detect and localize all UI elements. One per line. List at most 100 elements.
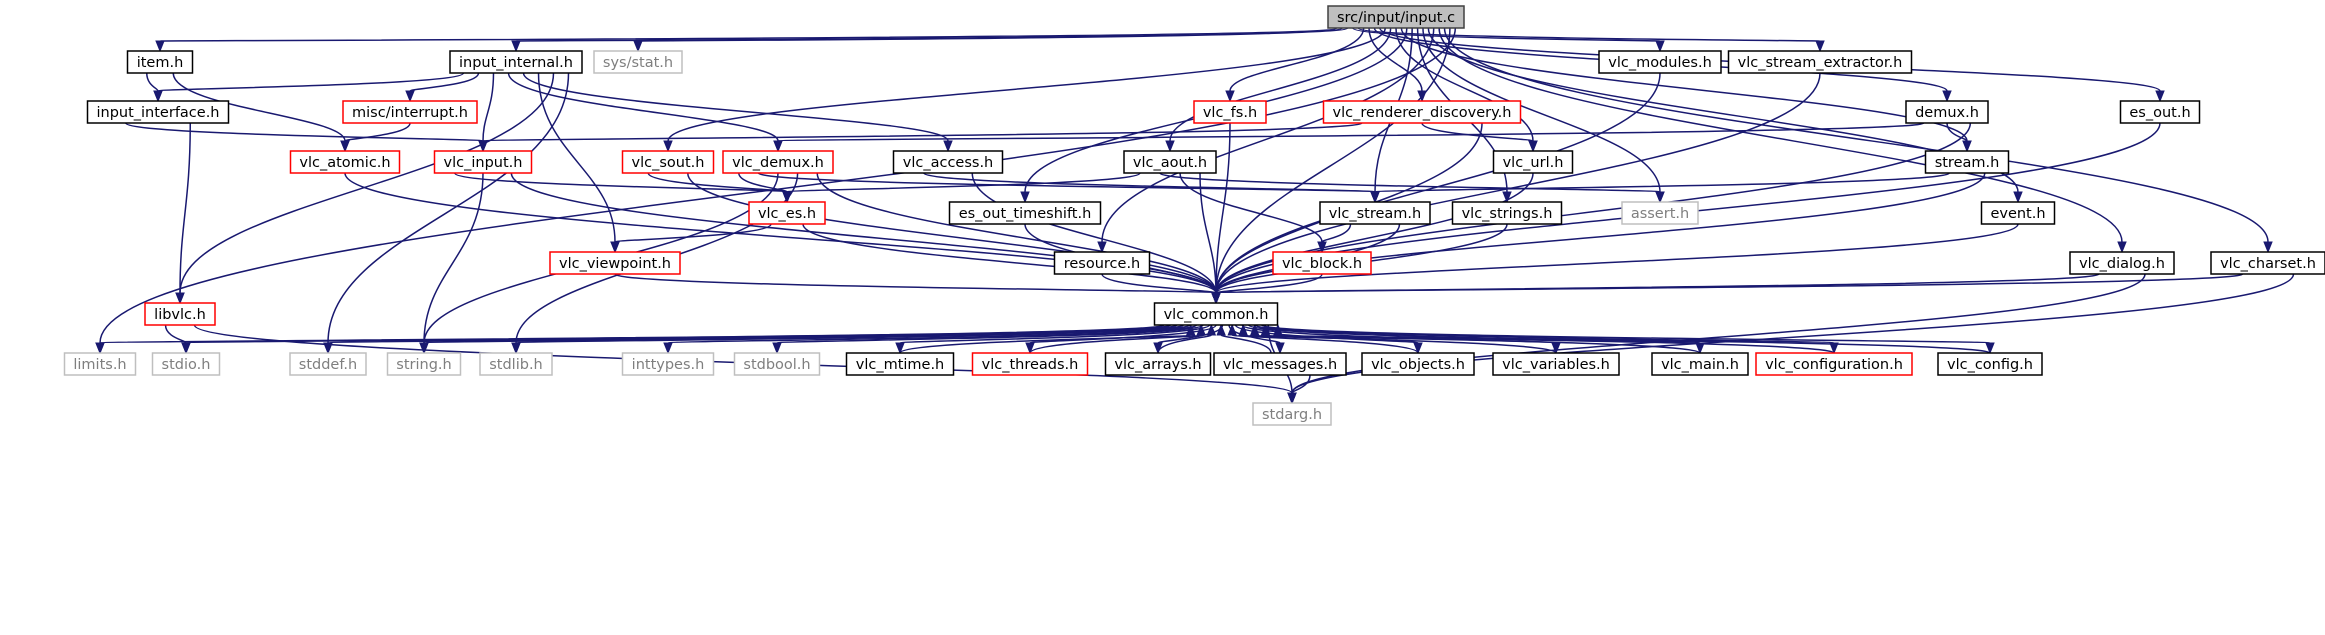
node-stream[interactable]: stream.h bbox=[1924, 150, 2010, 174]
node-box bbox=[1053, 251, 1151, 275]
node-vlc-block[interactable]: vlc_block.h bbox=[1272, 251, 1372, 275]
node-box bbox=[892, 150, 1004, 174]
edge-root-to-stream bbox=[1400, 27, 1972, 153]
node-label: vlc_es.h bbox=[758, 206, 816, 222]
node-label: vlc_messages.h bbox=[1223, 357, 1337, 373]
node-vlc-config[interactable]: vlc_config.h bbox=[1937, 352, 2043, 376]
edge-vlc-arrays-to-vlc-common bbox=[1157, 323, 1217, 354]
edge-arrowhead bbox=[405, 90, 415, 103]
node-box bbox=[1492, 150, 1574, 174]
node-es-out[interactable]: es_out.h bbox=[2119, 100, 2201, 124]
node-misc-interrupt[interactable]: misc/interrupt.h bbox=[342, 100, 478, 124]
node-input-internal[interactable]: input_internal.h bbox=[449, 50, 583, 74]
node-label: input_interface.h bbox=[96, 105, 219, 121]
node-box bbox=[126, 50, 194, 74]
node-label: sys/stat.h bbox=[603, 55, 673, 71]
node-root[interactable]: src/input/input.c bbox=[1327, 5, 1465, 29]
node-vlc-renderer-discovery[interactable]: vlc_renderer_discovery.h bbox=[1322, 100, 1522, 124]
edge-line bbox=[1169, 27, 1392, 142]
node-vlc-aout[interactable]: vlc_aout.h bbox=[1123, 150, 1217, 174]
node-box bbox=[1937, 352, 2043, 376]
edge-arrowhead bbox=[1211, 292, 1221, 305]
node-vlc-fs[interactable]: vlc_fs.h bbox=[1193, 100, 1267, 124]
node-vlc-dialog[interactable]: vlc_dialog.h bbox=[2069, 251, 2175, 275]
node-es-out-timeshift[interactable]: es_out_timeshift.h bbox=[948, 201, 1102, 225]
node-vlc-sout[interactable]: vlc_sout.h bbox=[621, 150, 715, 174]
edge-root-to-vlc-fs bbox=[1225, 27, 1365, 103]
node-box bbox=[1492, 352, 1620, 376]
edge-arrowhead bbox=[1238, 323, 1248, 336]
edge-vlc-common-to-stdbool bbox=[772, 324, 1204, 355]
node-box bbox=[2069, 251, 2175, 275]
node-item[interactable]: item.h bbox=[126, 50, 194, 74]
node-box bbox=[1755, 352, 1913, 376]
edge-arrowhead bbox=[181, 342, 191, 355]
node-vlc-input[interactable]: vlc_input.h bbox=[433, 150, 533, 174]
node-label: vlc_config.h bbox=[1947, 357, 2033, 373]
node-vlc-messages[interactable]: vlc_messages.h bbox=[1213, 352, 1347, 376]
node-vlc-url[interactable]: vlc_url.h bbox=[1492, 150, 1574, 174]
edge-vlc-common-to-stdio bbox=[181, 324, 1172, 355]
node-vlc-charset[interactable]: vlc_charset.h bbox=[2210, 251, 2325, 275]
node-vlc-stream-extractor[interactable]: vlc_stream_extractor.h bbox=[1727, 50, 1913, 74]
edge-arrowhead bbox=[1227, 323, 1237, 336]
edge-vlc-demux-to-vlc-stream bbox=[757, 172, 1380, 204]
node-demux[interactable]: demux.h bbox=[1905, 100, 1989, 124]
edge-vlc-renderer-discovery-to-vlc-url bbox=[1421, 122, 1538, 153]
node-vlc-stream[interactable]: vlc_stream.h bbox=[1319, 201, 1431, 225]
node-vlc-variables[interactable]: vlc_variables.h bbox=[1492, 352, 1620, 376]
node-label: input_internal.h bbox=[459, 55, 573, 71]
node-vlc-main[interactable]: vlc_main.h bbox=[1651, 352, 1749, 376]
node-box bbox=[433, 150, 533, 174]
node-vlc-configuration[interactable]: vlc_configuration.h bbox=[1755, 352, 1913, 376]
edge-line bbox=[537, 72, 616, 243]
edge-vlc-viewpoint-to-vlc-common bbox=[614, 273, 1221, 305]
node-vlc-strings[interactable]: vlc_strings.h bbox=[1451, 201, 1563, 225]
edge-line bbox=[614, 223, 772, 243]
node-box bbox=[1598, 50, 1722, 74]
node-stdlib: stdlib.h bbox=[479, 352, 553, 376]
node-stdarg: stdarg.h bbox=[1252, 402, 1332, 426]
edge-line bbox=[1215, 172, 1986, 294]
edge-input-internal-to-vlc-access bbox=[522, 72, 953, 153]
node-assert: assert.h bbox=[1621, 201, 1699, 225]
node-event[interactable]: event.h bbox=[1980, 201, 2056, 225]
edge-vlc-common-to-vlc-config bbox=[1260, 324, 1995, 355]
edge-arrowhead bbox=[1260, 323, 1271, 336]
edge-line bbox=[1946, 122, 1968, 142]
node-vlc-atomic[interactable]: vlc_atomic.h bbox=[289, 150, 401, 174]
edge-line bbox=[1368, 27, 1423, 92]
node-vlc-threads[interactable]: vlc_threads.h bbox=[971, 352, 1089, 376]
node-input-interface[interactable]: input_interface.h bbox=[86, 100, 230, 124]
node-vlc-es[interactable]: vlc_es.h bbox=[748, 201, 826, 225]
node-label: vlc_input.h bbox=[444, 155, 523, 171]
node-vlc-common[interactable]: vlc_common.h bbox=[1153, 302, 1279, 326]
edge-arrowhead bbox=[1942, 90, 1952, 103]
node-label: stream.h bbox=[1935, 155, 2000, 171]
edge-line bbox=[1291, 374, 1311, 394]
edge-arrowhead bbox=[2263, 241, 2273, 254]
node-limits: limits.h bbox=[63, 352, 137, 376]
node-vlc-mtime[interactable]: vlc_mtime.h bbox=[845, 352, 955, 376]
node-vlc-demux[interactable]: vlc_demux.h bbox=[722, 150, 834, 174]
node-box bbox=[1123, 150, 1217, 174]
node-vlc-access[interactable]: vlc_access.h bbox=[892, 150, 1004, 174]
edge-line bbox=[179, 72, 555, 294]
edge-line bbox=[344, 122, 411, 142]
node-vlc-modules[interactable]: vlc_modules.h bbox=[1598, 50, 1722, 74]
node-resource[interactable]: resource.h bbox=[1053, 251, 1151, 275]
edge-root-to-vlc-url bbox=[1395, 27, 1538, 153]
edge-vlc-common-to-vlc-mtime bbox=[895, 324, 1211, 355]
node-libvlc[interactable]: libvlc.h bbox=[144, 302, 216, 326]
node-label: vlc_viewpoint.h bbox=[559, 256, 671, 272]
edge-input-internal-to-misc-interrupt bbox=[405, 72, 480, 103]
edge-line bbox=[1231, 334, 1419, 354]
node-vlc-objects[interactable]: vlc_objects.h bbox=[1361, 352, 1475, 376]
edge-line bbox=[179, 122, 191, 294]
edge-line bbox=[1291, 273, 2295, 394]
node-vlc-viewpoint[interactable]: vlc_viewpoint.h bbox=[549, 251, 681, 275]
node-vlc-arrays[interactable]: vlc_arrays.h bbox=[1104, 352, 1212, 376]
node-label: stdbool.h bbox=[743, 357, 810, 373]
edge-arrowhead bbox=[1287, 392, 1297, 405]
